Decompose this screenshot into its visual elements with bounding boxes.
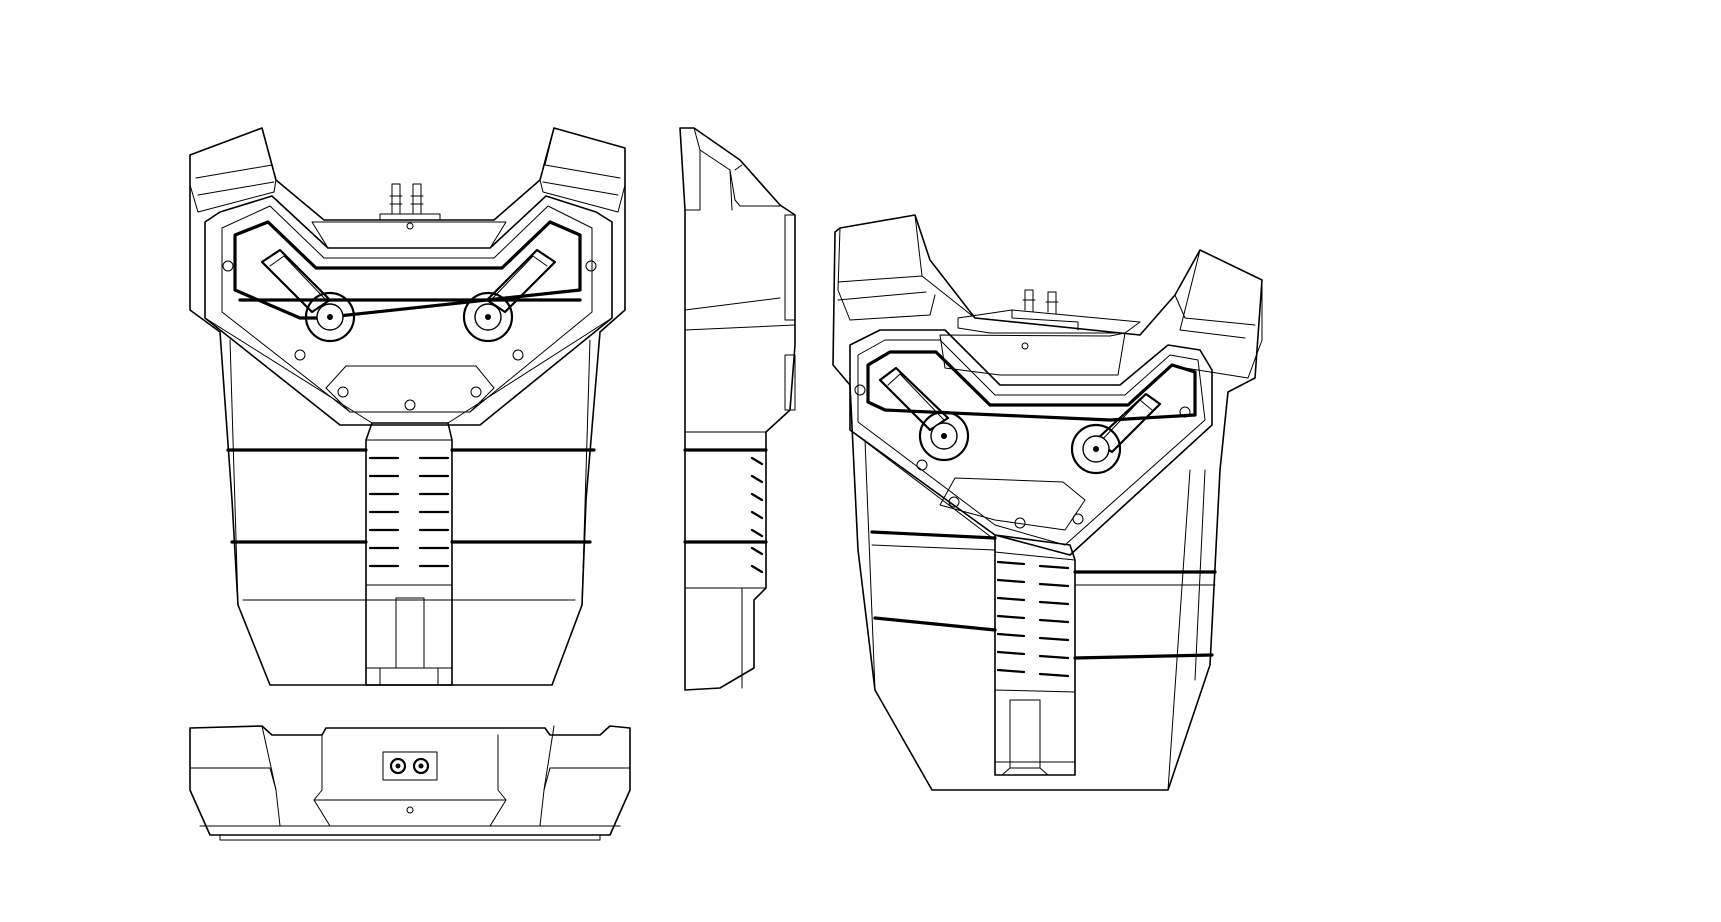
front-view [189,127,626,686]
right-shoulder [539,127,626,213]
iso-chest-plate [849,329,1213,556]
chest-plate [204,195,613,426]
iso-right-lever [1070,392,1162,475]
front-left-lever [260,248,356,343]
front-screws [222,260,597,411]
side-vents [750,456,764,574]
chest-channel [233,220,582,320]
side-outline [679,127,796,691]
isometric-view [832,214,1263,791]
front-vents-right [418,456,450,568]
top-view [189,725,631,841]
front-spine [365,422,453,686]
iso-chest-channel [866,350,1197,422]
iso-outline [832,214,1263,791]
front-vents-left [368,456,400,568]
iso-belt-lower [873,616,1214,660]
iso-vents-right [1038,564,1070,678]
iso-screws [854,384,1191,529]
iso-spine [994,534,1076,776]
front-right-lever [462,248,557,343]
top-outline [189,725,631,836]
left-shoulder [189,127,277,213]
iso-right-shoulder [1174,249,1263,379]
front-bottom-slot [365,597,453,686]
iso-bottom-slot [994,699,1076,776]
iso-left-shoulder [837,214,976,321]
iso-vents-left [996,560,1026,674]
front-top-connector [379,183,441,230]
iso-left-lever [878,366,970,462]
top-connector [382,751,438,781]
iso-belt-upper [870,530,1217,574]
front-outline [189,127,626,686]
side-view [679,127,796,691]
